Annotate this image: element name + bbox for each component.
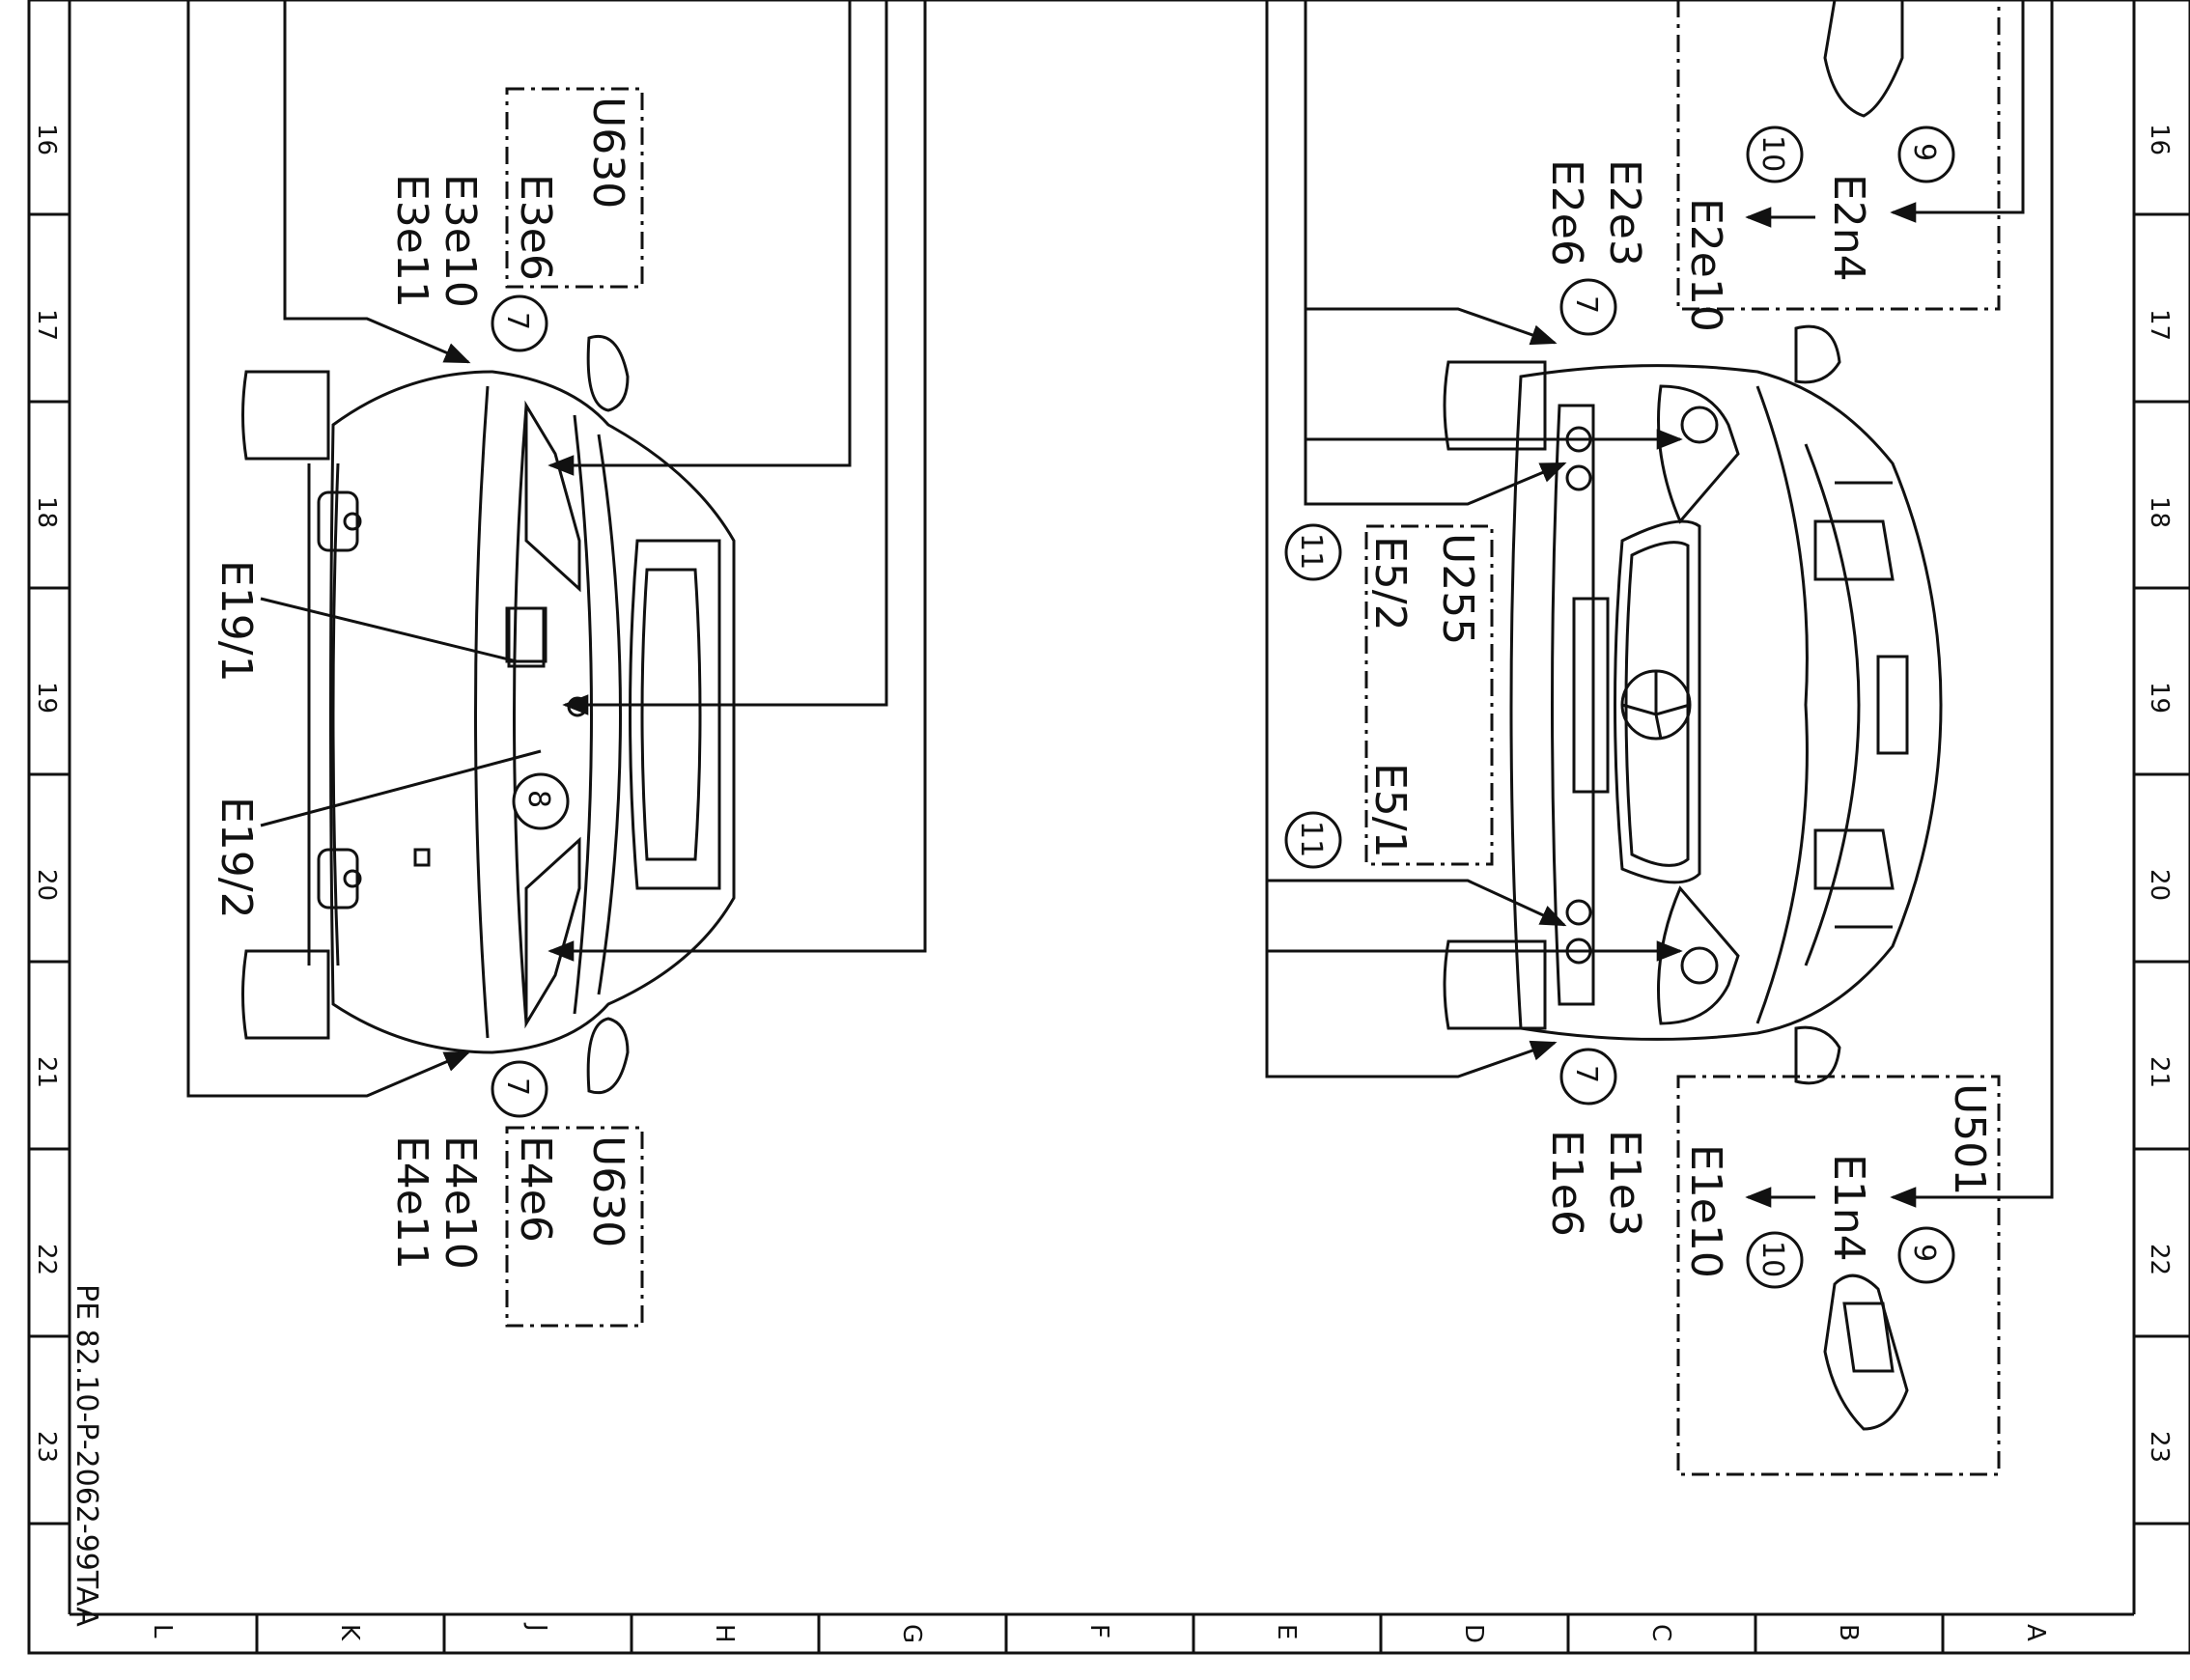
label-e2e3: E2e3	[1600, 159, 1649, 266]
u255-item: E5/1	[1365, 763, 1415, 858]
ruler-number: 22	[2145, 1244, 2174, 1275]
drawing-frame	[27, 0, 2190, 1655]
svg-text:7: 7	[500, 1078, 534, 1096]
ruler-letter: L	[148, 1624, 177, 1638]
ruler-number: 22	[32, 1244, 61, 1275]
ruler-number: 18	[32, 496, 61, 528]
svg-text:11: 11	[1294, 533, 1328, 570]
front-callout-7-top: 7	[1559, 278, 1617, 336]
u501-top-group: E2n4 E2e10	[1676, 0, 2001, 332]
u501-top-item: E2n4	[1824, 174, 1873, 282]
label-e19-2: E19/2	[211, 797, 261, 919]
ruler-letter: G	[897, 1624, 926, 1643]
u501-bottom-item: E1e10	[1681, 1144, 1730, 1278]
u630-top-item: E3e10	[435, 174, 485, 308]
front-callout-11-top: 11	[1284, 523, 1342, 581]
ruler-letter: C	[1646, 1624, 1675, 1641]
front-view-wires	[1265, 0, 2054, 1208]
left-ruler-numbers: 16 17 18 19 20 21 22 23	[32, 124, 61, 1463]
front-callout-10-bottom: 10	[1746, 1231, 1804, 1289]
ruler-letter: A	[2021, 1624, 2050, 1641]
ruler-number: 16	[2145, 124, 2174, 155]
ruler-letter: F	[1084, 1624, 1113, 1638]
u630-bottom-item: E4e11	[387, 1135, 436, 1270]
ruler-number: 20	[32, 869, 61, 901]
bottom-ruler-letters: L K J H G F E D C B A	[148, 1622, 2050, 1643]
label-e2e6: E2e6	[1542, 159, 1591, 266]
ruler-number: 21	[32, 1056, 61, 1088]
u630-top-code: U630	[583, 97, 632, 209]
u255-item: E5/2	[1365, 536, 1415, 631]
front-callout-11-bottom: 11	[1284, 811, 1342, 869]
ruler-number: 23	[32, 1431, 61, 1463]
svg-text:7: 7	[1569, 295, 1603, 314]
u630-top-item: E3e6	[511, 174, 560, 281]
front-callout-9-top: 9	[1897, 126, 1955, 183]
front-view-car	[1443, 324, 1943, 1085]
right-ruler-numbers: 16 17 18 19 20 21 22 23	[2145, 124, 2174, 1463]
ruler-letter: K	[335, 1624, 364, 1641]
rear-view-car	[241, 335, 736, 1094]
rear-callout-8: 8	[512, 772, 570, 830]
front-callout-9-bottom: 9	[1897, 1226, 1955, 1284]
svg-text:10: 10	[1755, 135, 1789, 172]
ruler-number: 18	[2145, 496, 2174, 528]
svg-text:7: 7	[1569, 1065, 1603, 1083]
svg-text:9: 9	[1907, 143, 1941, 161]
svg-text:11: 11	[1294, 821, 1328, 857]
u501-top-item: E2e10	[1681, 198, 1730, 332]
u501-bottom-code: U501	[1945, 1083, 1994, 1195]
u630-bottom-code: U630	[583, 1135, 632, 1247]
drawing-id: PE 82.10-P-2062-99TAA	[70, 1284, 103, 1627]
label-e1e3: E1e3	[1600, 1130, 1649, 1237]
u630-bottom-group: U630 E4e6 E4e10 E4e11	[387, 1126, 644, 1328]
svg-text:7: 7	[500, 312, 534, 330]
rear-callout-7-bottom: 7	[491, 1060, 548, 1118]
ruler-number: 17	[2145, 309, 2174, 341]
u630-bottom-item: E4e6	[511, 1135, 560, 1243]
label-e19-1: E19/1	[211, 560, 261, 683]
u255-code: U255	[1433, 533, 1482, 645]
u501-bottom-group: U501 E1n4 E1e10	[1676, 1075, 2001, 1476]
ruler-number: 16	[32, 124, 61, 155]
front-callout-10-top: 10	[1746, 126, 1804, 183]
ruler-letter: J	[522, 1622, 551, 1632]
ruler-letter: H	[710, 1624, 739, 1643]
u630-top-item: E3e11	[387, 174, 436, 308]
ruler-letter: E	[1272, 1624, 1301, 1639]
ruler-number: 19	[2145, 682, 2174, 714]
ruler-number: 17	[32, 309, 61, 341]
rear-view-wires	[186, 0, 927, 1098]
u501-bottom-item: E1n4	[1824, 1154, 1873, 1262]
svg-text:8: 8	[521, 790, 555, 808]
ruler-number: 23	[2145, 1431, 2174, 1463]
ruler-letter: B	[1834, 1624, 1863, 1641]
label-e1e6: E1e6	[1542, 1130, 1591, 1237]
u255-group: U255 E5/2 E5/1	[1364, 524, 1494, 866]
svg-text:9: 9	[1907, 1244, 1941, 1262]
svg-text:10: 10	[1755, 1241, 1789, 1277]
u630-bottom-item: E4e10	[435, 1135, 485, 1270]
front-callout-7-bottom: 7	[1559, 1048, 1617, 1106]
rear-callout-7-top: 7	[491, 294, 548, 352]
remote-key-icon	[1823, 0, 1909, 1431]
u630-top-group: U630 E3e6 E3e10 E3e11	[387, 87, 644, 308]
ruler-number: 19	[32, 682, 61, 714]
ruler-letter: D	[1459, 1624, 1488, 1643]
ruler-number: 21	[2145, 1056, 2174, 1088]
ruler-number: 20	[2145, 869, 2174, 901]
